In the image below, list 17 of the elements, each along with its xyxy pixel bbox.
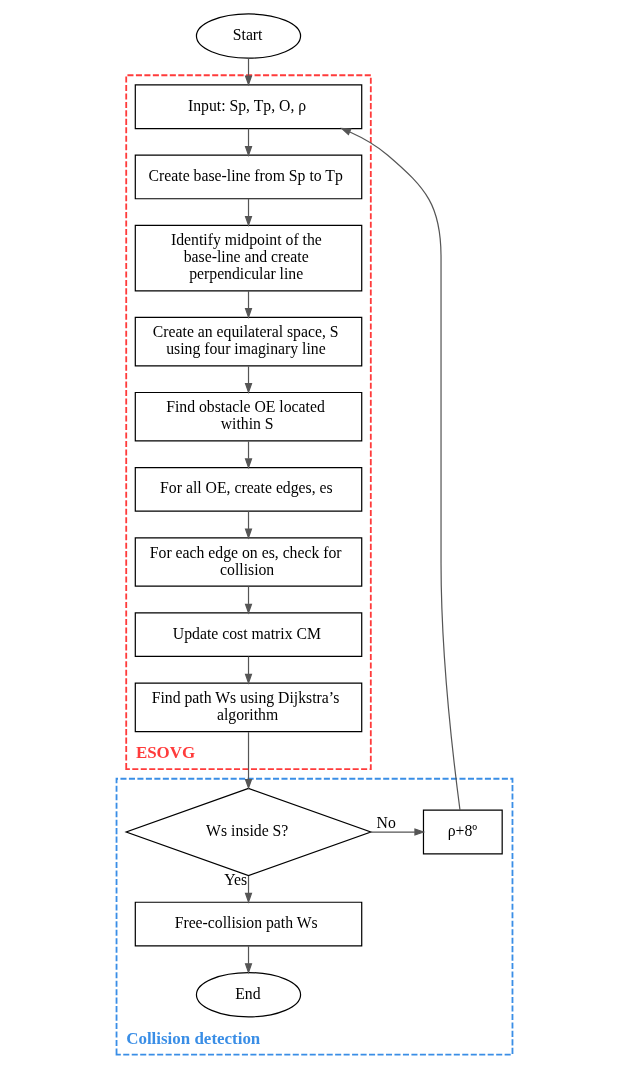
node-box: Update cost matrix CM (134, 612, 363, 658)
node-box: For each edge on es, check for collision (134, 537, 363, 587)
arrow (370, 828, 426, 836)
node-box: Input: Sp, Tp, O, ρ (134, 84, 363, 130)
node-box: Free-collision path Ws (134, 901, 363, 947)
arrow (244, 731, 253, 790)
node-ellipse: Start (195, 13, 302, 59)
node-ellipse: End (195, 972, 302, 1018)
edge-label: No (376, 813, 396, 831)
node-box: Create base-line from Sp to Tp (134, 154, 363, 200)
arrow (340, 127, 461, 811)
node-box: ρ+8º (422, 809, 503, 855)
node-box: Create an equilateral space, S using four imaginary line (134, 316, 363, 367)
node-box: Find path Ws using Dijkstra’s algorithm (134, 682, 363, 733)
node-box: Identify midpoint of the base-line and create perpendicular line (134, 224, 363, 292)
node-box: For all OE, create edges, es (134, 466, 363, 512)
node-box: Find obstacle OE located within S (134, 391, 363, 442)
